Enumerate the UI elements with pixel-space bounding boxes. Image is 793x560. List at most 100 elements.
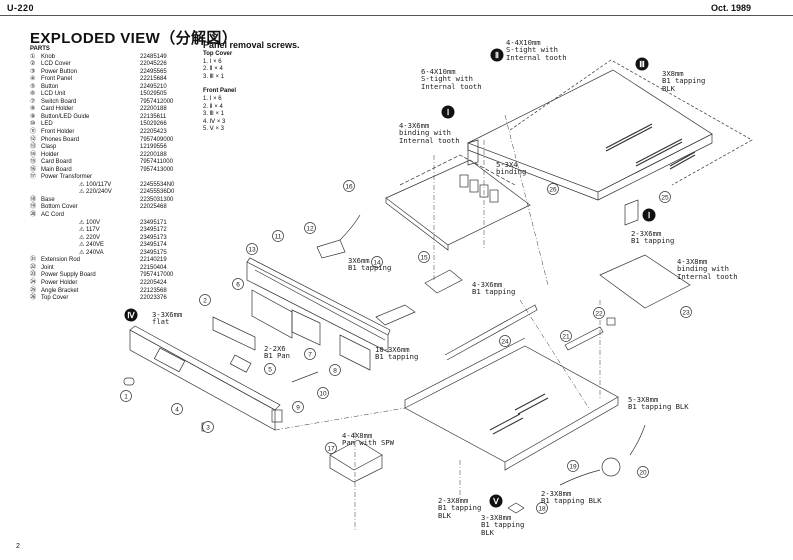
svg-text:Ⅳ: Ⅳ bbox=[127, 311, 135, 320]
callout-label: 4-3X6mm binding with Internal tooth bbox=[399, 121, 460, 145]
part-tag: 18 bbox=[536, 502, 548, 514]
part-tag: 23 bbox=[680, 306, 692, 318]
part-name: Angle Bracket bbox=[41, 287, 79, 294]
svg-text:20: 20 bbox=[639, 470, 647, 477]
page-title: EXPLODED VIEW（分解図） bbox=[30, 30, 238, 47]
svg-text:Ⅰ: Ⅰ bbox=[447, 108, 449, 117]
svg-text:12: 12 bbox=[306, 226, 314, 233]
part-number: ⑮ bbox=[30, 159, 37, 166]
part-name: Clasp bbox=[41, 144, 57, 151]
callout-label: 4-4X8mm Pan with SPW bbox=[342, 431, 394, 448]
svg-text:Ⅱ: Ⅱ bbox=[495, 51, 499, 60]
part-code: 23495171 bbox=[140, 219, 167, 226]
svg-text:9: 9 bbox=[296, 405, 300, 412]
part-code: 7957412000 bbox=[140, 98, 174, 105]
part-name: Bottom Cover bbox=[41, 204, 78, 211]
part-name: LCD Cover bbox=[41, 61, 71, 68]
part-tag: 22 bbox=[593, 307, 605, 319]
parts-heading: PARTS bbox=[30, 46, 50, 52]
svg-text:3: 3 bbox=[206, 425, 210, 432]
part-name: Power Button bbox=[41, 68, 78, 75]
part-number: ⑫ bbox=[30, 136, 37, 143]
part-name: Power Transformer bbox=[41, 174, 93, 181]
part-name: ⚠ 117V bbox=[79, 227, 100, 234]
parts-row: ⚠ 240VE 23495174 bbox=[30, 242, 200, 250]
callout-label: 3-3X8mm B1 tapping BLK bbox=[481, 513, 525, 537]
callout-label: 4-3X6mm B1 tapping bbox=[472, 280, 516, 297]
part-name: AC Cord bbox=[41, 212, 65, 219]
parts-row: ⚠ 117V 23495172 bbox=[30, 227, 200, 235]
part-code: 22485149 bbox=[140, 53, 167, 60]
part-tag: 16 bbox=[343, 180, 355, 192]
part-name: Knob bbox=[41, 53, 56, 60]
part-tag: 13 bbox=[246, 243, 258, 255]
panel-removal-screws: Panel removal screws. Top Cover 1. Ⅰ × 6… bbox=[203, 40, 300, 134]
front-panel-row: 1. Ⅰ × 6 bbox=[203, 95, 222, 102]
part-tag: 12 bbox=[304, 222, 316, 234]
part-number: ⑬ bbox=[30, 144, 37, 151]
part-code: 22200188 bbox=[140, 151, 167, 158]
part-tag: 3 bbox=[202, 421, 214, 433]
screw-marker-v: Ⅴ bbox=[489, 494, 503, 508]
part-name: Front Holder bbox=[41, 129, 75, 136]
svg-text:2: 2 bbox=[203, 298, 207, 305]
part-code: 7957409000 bbox=[140, 136, 174, 143]
top-cover-label: Top Cover bbox=[203, 51, 233, 57]
part-code: 22495565 bbox=[140, 68, 167, 75]
part-code: 22135611 bbox=[140, 113, 167, 120]
callout-label: 2-3X8mm B1 tapping BLK bbox=[438, 496, 482, 520]
front-panel-row: 3. Ⅲ × 1 bbox=[203, 111, 224, 118]
part-number: ⑪ bbox=[30, 129, 37, 136]
part-number: ⑧ bbox=[30, 106, 36, 113]
screw-marker-i: Ⅰ bbox=[642, 208, 656, 222]
part-tag: 15 bbox=[418, 251, 430, 263]
callout-label: 6-4X10mm S-tight with Internal tooth bbox=[421, 67, 482, 91]
svg-text:18: 18 bbox=[538, 506, 546, 513]
svg-text:8: 8 bbox=[333, 368, 337, 375]
screw-marker-i: Ⅰ bbox=[441, 105, 455, 119]
part-number: ③ bbox=[30, 68, 36, 75]
part-code: 15029505 bbox=[140, 91, 167, 98]
part-code: 23495172 bbox=[140, 227, 167, 234]
part-name: Card Board bbox=[41, 159, 72, 166]
part-code: 22200188 bbox=[140, 106, 167, 113]
part-name: ⚠ 220V bbox=[79, 234, 101, 241]
part-number: ㉒ bbox=[30, 264, 37, 271]
svg-text:10: 10 bbox=[319, 391, 327, 398]
part-code: 7957413000 bbox=[140, 166, 174, 173]
part-name: ⚠ 240VE bbox=[79, 242, 105, 249]
callout-label: 4-4X10mm S-tight with Internal tooth bbox=[506, 38, 567, 62]
part-number: ⑨ bbox=[30, 113, 36, 120]
part-code: 22455534N0 bbox=[140, 181, 175, 188]
part-number: ⑰ bbox=[30, 174, 37, 181]
part-tag: 2 bbox=[199, 294, 211, 306]
part-code: 22023376 bbox=[140, 295, 167, 302]
callout-label: 5-3X4 binding bbox=[496, 160, 527, 177]
bottom-cover-drawing bbox=[404, 337, 619, 471]
part-code: 7957417000 bbox=[140, 272, 174, 279]
parts-row: ③ Power Button 22495565 bbox=[30, 69, 200, 77]
part-tag: 4 bbox=[171, 403, 183, 415]
part-code: 2235031300 bbox=[140, 196, 174, 203]
part-code: 23495174 bbox=[140, 242, 167, 249]
part-name: Main Board bbox=[41, 166, 72, 173]
part-number: ㉕ bbox=[30, 287, 37, 294]
part-tag: 5 bbox=[264, 363, 276, 375]
callout-label: 3X8mm B1 tapping BLK bbox=[662, 69, 706, 93]
